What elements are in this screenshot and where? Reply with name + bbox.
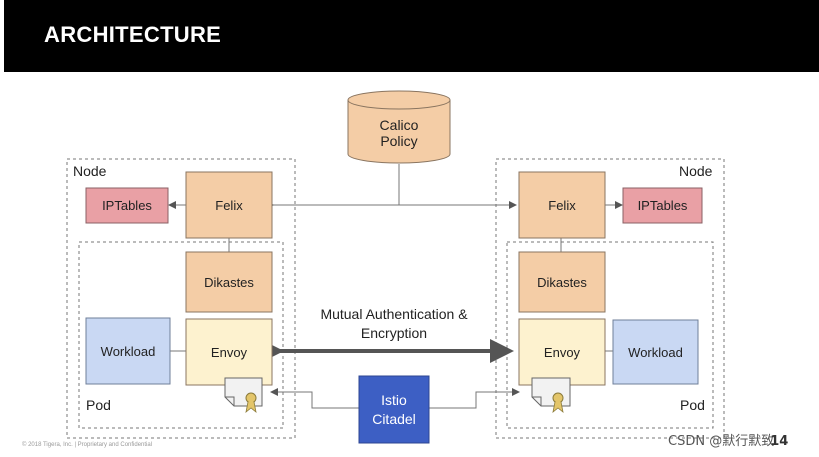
right-iptables-box — [622, 187, 703, 224]
right-certificate-icon — [531, 377, 571, 413]
page-number: 14 — [770, 434, 789, 449]
calico-policy-database — [347, 90, 451, 164]
right-workload-box — [612, 319, 699, 385]
right-dikastes-box — [518, 251, 606, 313]
citadel-right-connector — [429, 388, 520, 409]
architecture-diagram — [66, 90, 725, 444]
left-pod-container — [78, 241, 284, 429]
footer-copyright: © 2018 Tigera, Inc. | Proprietary and Co… — [22, 442, 153, 448]
left-node-container — [66, 158, 296, 439]
left-node-label: Node — [73, 163, 107, 179]
left-felix-box — [185, 171, 273, 239]
watermark-text: CSDN @默行默致 — [668, 434, 775, 449]
right-pod-label: Pod — [680, 397, 705, 413]
right-felix-box — [518, 171, 606, 239]
right-node-label: Node — [679, 163, 713, 179]
watermark: CSDN @默行默致14 — [668, 430, 788, 449]
header-bar: ARCHITECTURE — [4, 0, 819, 72]
left-envoy-box — [185, 318, 273, 386]
right-node-container — [495, 158, 725, 439]
citadel-left-connector — [270, 388, 359, 409]
right-pod-container — [506, 241, 714, 429]
istio-citadel-box — [358, 375, 430, 444]
diagram-canvas: Calico Policy Node Node Pod Pod IPTables… — [4, 72, 819, 457]
left-workload-box — [85, 317, 171, 385]
left-certificate-icon — [224, 377, 263, 413]
page-title: ARCHITECTURE — [44, 22, 222, 47]
left-iptables-box — [85, 187, 169, 224]
right-envoy-box — [518, 318, 606, 386]
left-dikastes-box — [185, 251, 273, 313]
left-pod-label: Pod — [86, 397, 111, 413]
